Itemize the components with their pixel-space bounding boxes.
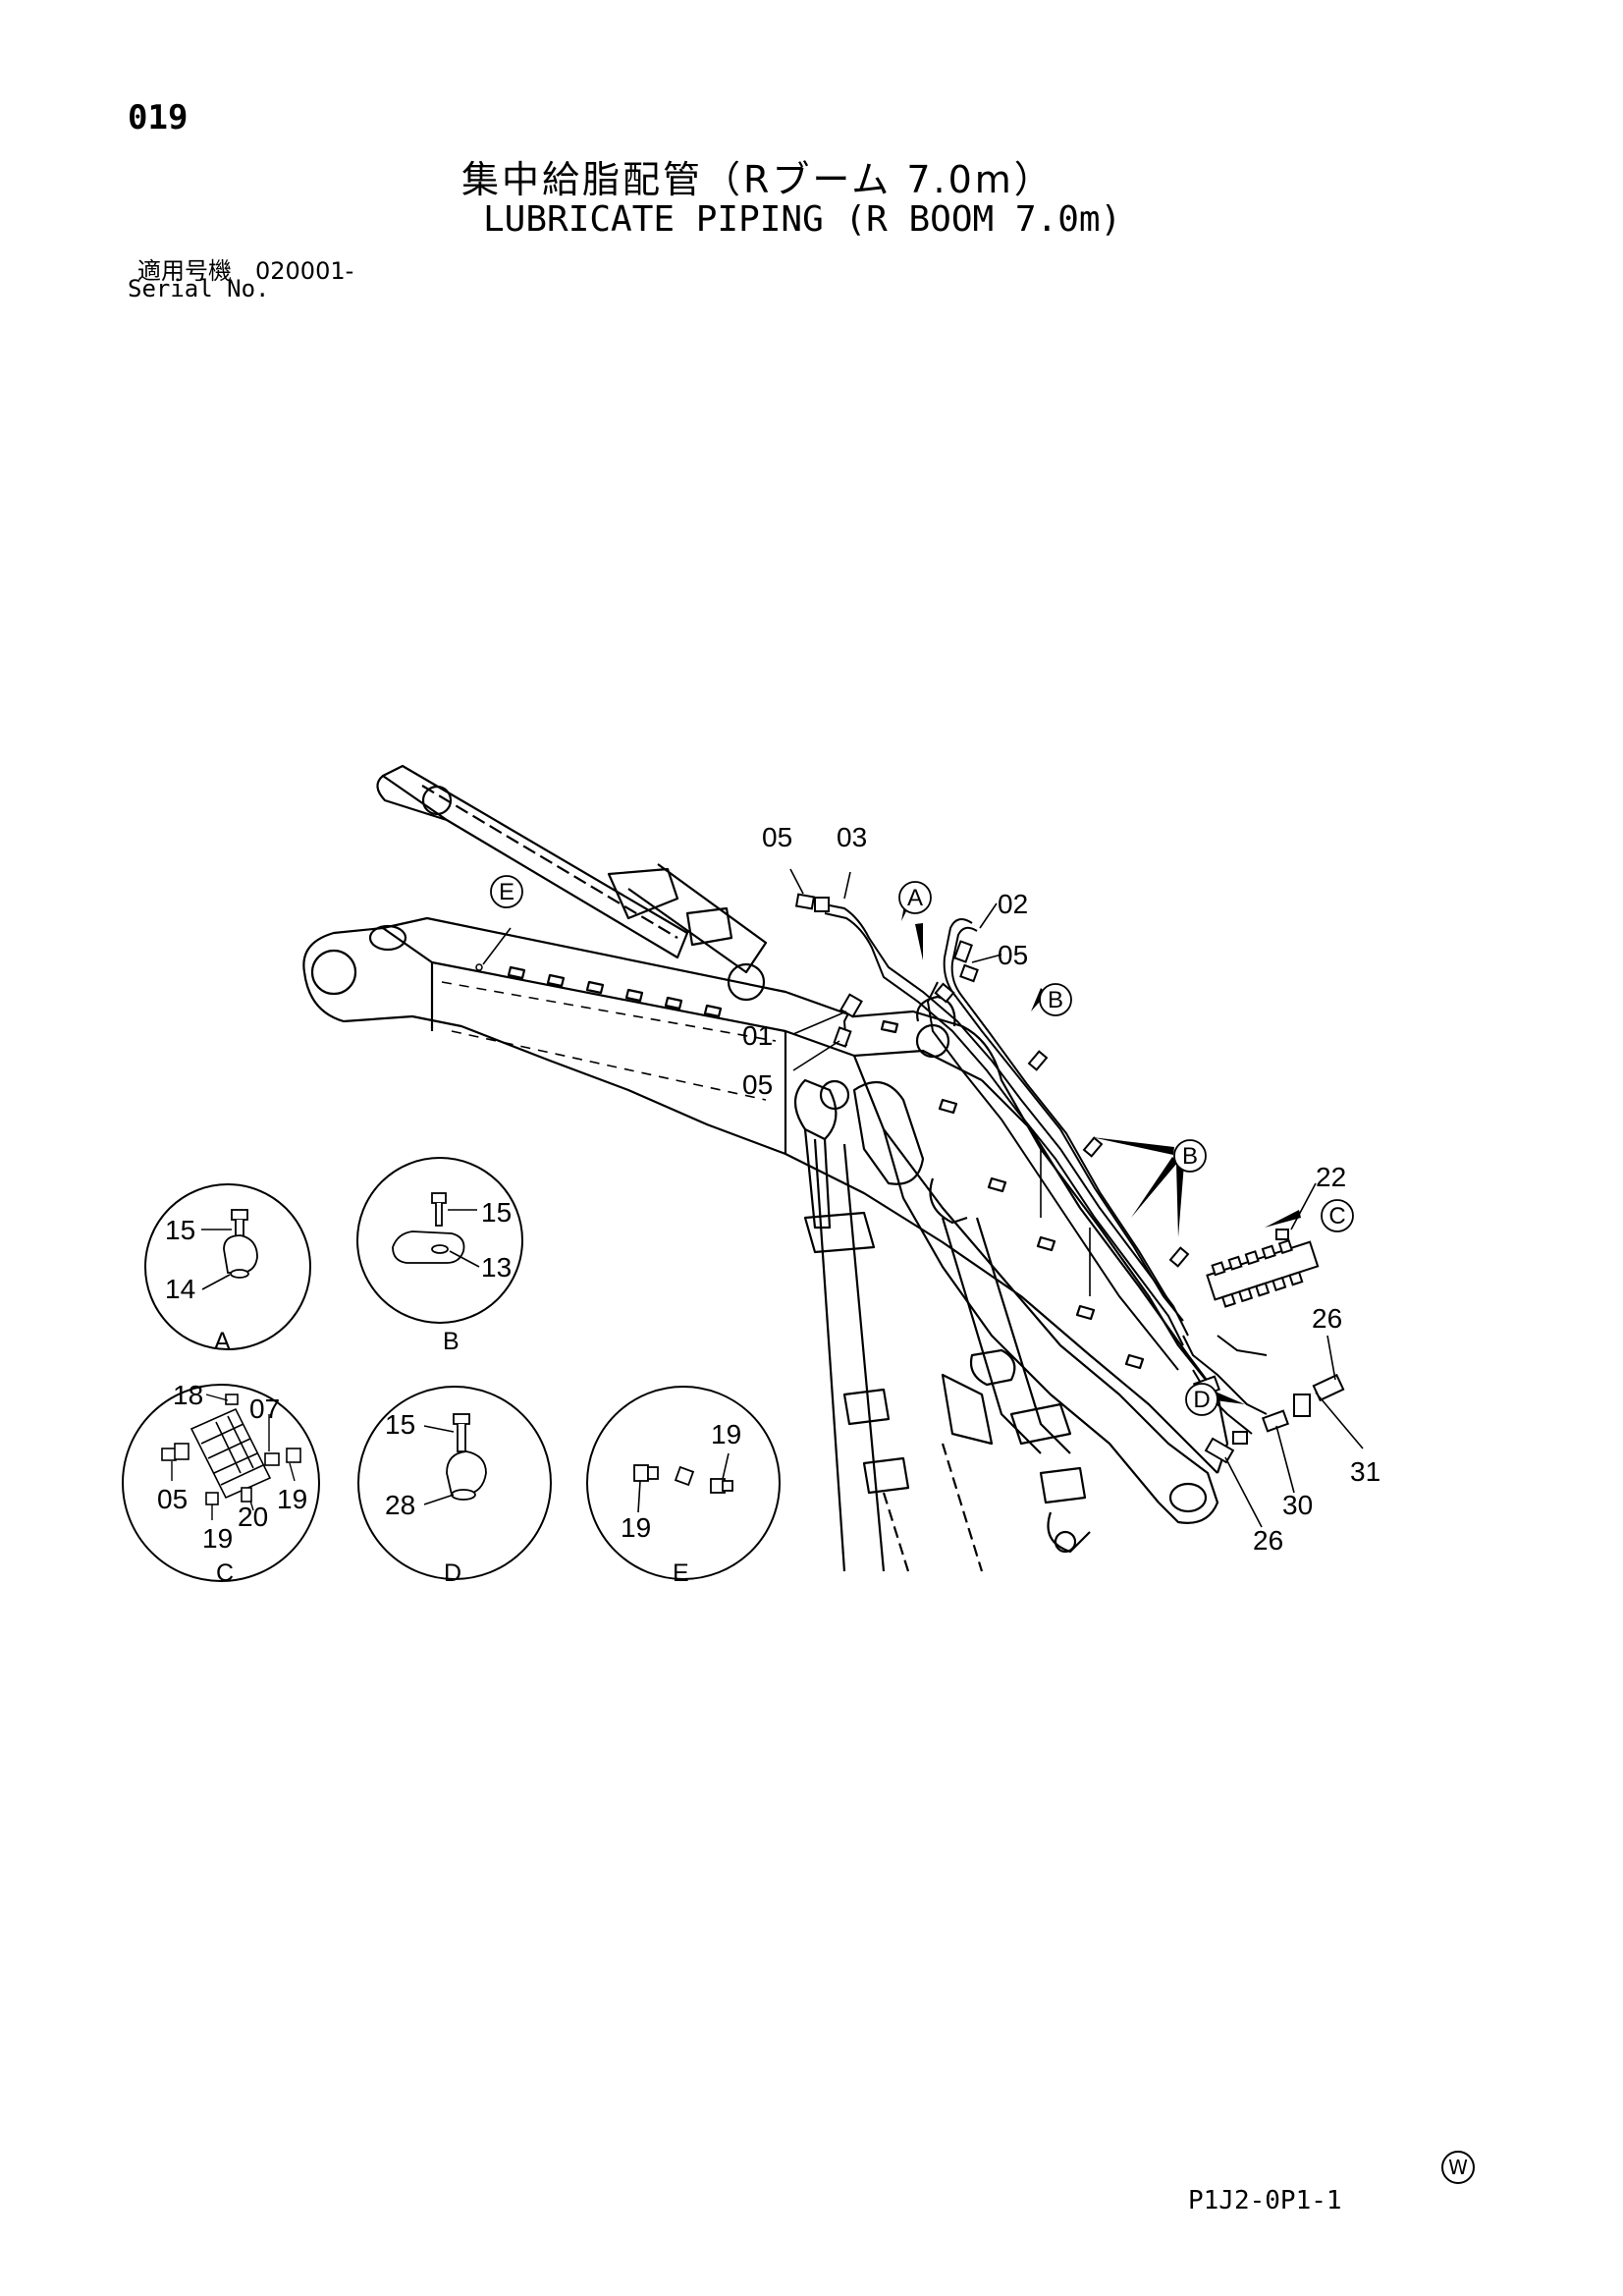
callout-30: 30 — [1282, 1490, 1313, 1520]
detail-b: 15 13 B — [356, 1157, 523, 1355]
detail-b-label-13: 13 — [481, 1252, 512, 1283]
callout-02: 02 — [998, 889, 1028, 919]
callout-numbers: 05 03 02 05 01 05 22 26 31 30 26 — [742, 822, 1380, 1556]
page-number: 019 — [128, 98, 189, 137]
title-japanese: 集中給脂配管（Rブーム 7.0m） — [461, 158, 1055, 201]
callout-31: 31 — [1350, 1456, 1380, 1487]
detail-c-label-05: 05 — [157, 1484, 188, 1514]
detail-a-label-15: 15 — [165, 1215, 195, 1245]
callout-05-mid: 05 — [742, 1069, 773, 1100]
detail-e-caption: E — [673, 1559, 689, 1587]
detail-c-label-20: 20 — [238, 1502, 268, 1532]
detail-e-label-19b: 19 — [621, 1512, 651, 1543]
corner-w-mark: W — [1441, 2151, 1475, 2184]
bubble-b1: B — [1048, 987, 1063, 1013]
bubble-b2-circle — [1173, 1139, 1207, 1173]
leader-lines — [482, 868, 1364, 1528]
detail-d-label-15: 15 — [385, 1409, 415, 1440]
bubble-c-circle — [1321, 1199, 1354, 1232]
detail-c: 18 07 05 20 19 19 C — [122, 1380, 320, 1587]
callout-22: 22 — [1316, 1162, 1346, 1192]
detail-d-caption: D — [444, 1559, 461, 1587]
callout-26-bot: 26 — [1253, 1525, 1283, 1556]
detail-b-label-15: 15 — [481, 1197, 512, 1228]
detail-d: 15 28 D — [357, 1386, 552, 1587]
callout-01: 01 — [742, 1020, 773, 1051]
detail-c-label-18: 18 — [173, 1380, 203, 1410]
detail-a: 15 14 A — [144, 1183, 311, 1355]
detail-c-label-07: 07 — [249, 1394, 280, 1424]
bubble-d: D — [1193, 1387, 1210, 1413]
detail-b-caption: B — [443, 1328, 460, 1355]
title-english: LUBRICATE PIPING (R BOOM 7.0m) — [483, 199, 1122, 240]
detail-a-caption: A — [214, 1328, 231, 1355]
detail-c-label-19a: 19 — [277, 1484, 307, 1514]
bubble-d-circle — [1185, 1383, 1218, 1416]
callout-03: 03 — [837, 822, 867, 852]
callout-26-top: 26 — [1312, 1303, 1342, 1334]
bubble-e: E — [499, 879, 514, 905]
detail-e-label-19a: 19 — [711, 1419, 741, 1449]
grease-point-e — [475, 963, 483, 971]
detail-d-label-28: 28 — [385, 1490, 415, 1520]
detail-a-label-14: 14 — [165, 1274, 195, 1304]
callout-05-right: 05 — [998, 940, 1028, 970]
bubble-b1-circle — [1039, 983, 1072, 1016]
detail-c-label-19b: 19 — [202, 1523, 233, 1554]
drawing-code: P1J2-0P1-1 — [1188, 2186, 1342, 2215]
bubble-a: A — [907, 885, 923, 911]
bubble-arrows — [901, 890, 1301, 1414]
bubble-a-circle — [898, 881, 932, 914]
bubble-c: C — [1328, 1203, 1345, 1230]
serial-label-english: Serial No. — [128, 275, 270, 302]
reference-bubbles — [490, 875, 1354, 1416]
detail-e: 19 19 E — [586, 1386, 781, 1587]
boom-illustration — [302, 764, 1229, 1572]
bubble-b2: B — [1182, 1143, 1198, 1170]
serial-label-japanese: 適用号機 020001- — [137, 257, 354, 285]
bubble-letters: A B B C D E — [499, 879, 1346, 1413]
fittings — [794, 893, 1345, 1464]
bubble-e-circle — [490, 875, 523, 908]
callout-05-top: 05 — [762, 822, 792, 852]
detail-c-caption: C — [216, 1559, 234, 1587]
